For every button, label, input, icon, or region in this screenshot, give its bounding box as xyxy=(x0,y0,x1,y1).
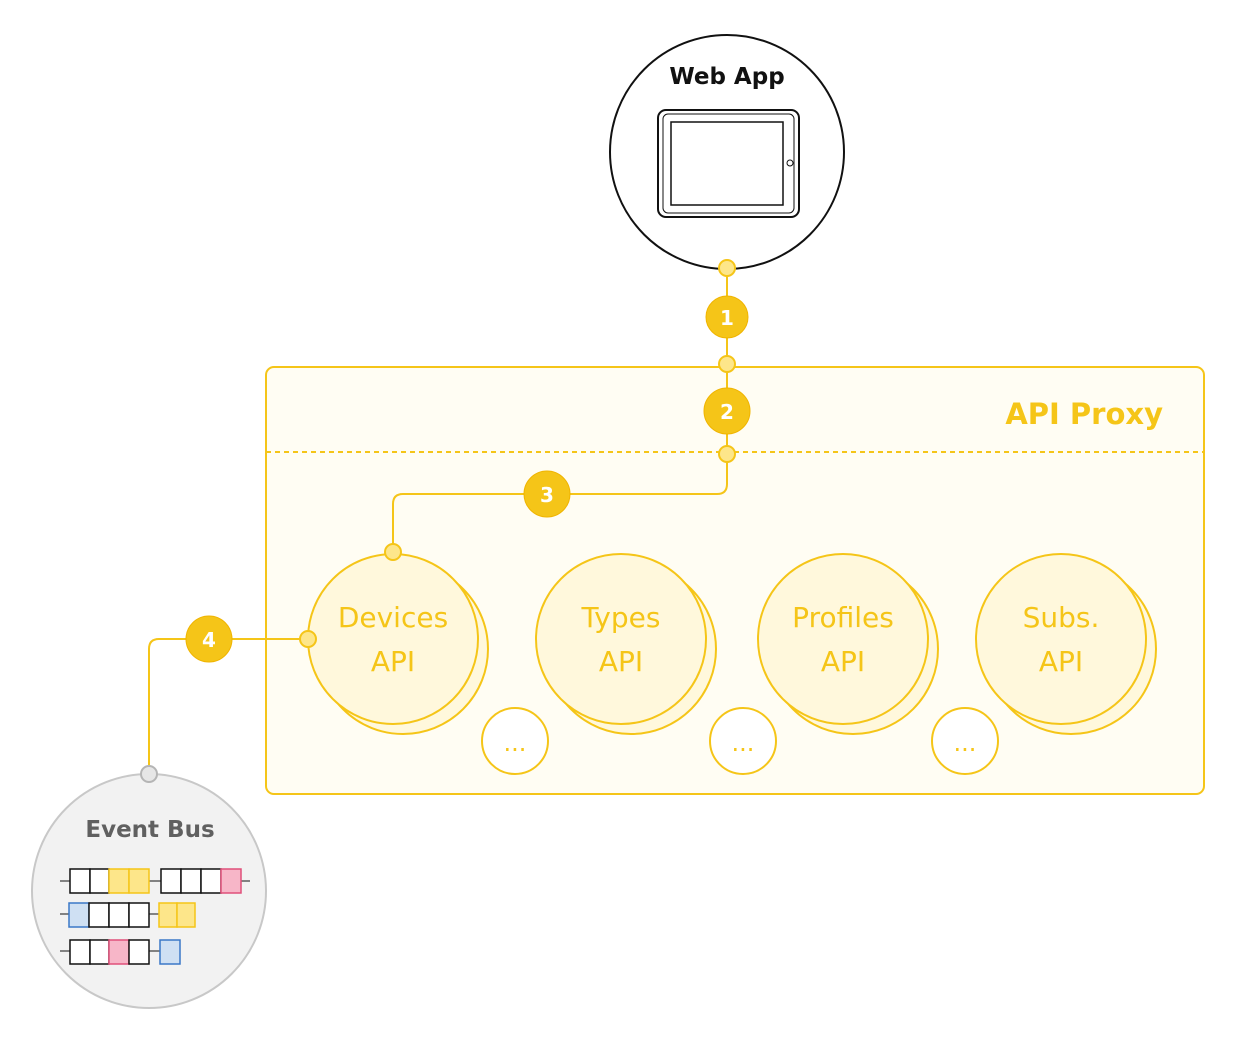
service-label-line1: Types xyxy=(581,601,661,634)
svg-text:...: ... xyxy=(504,729,527,757)
api-proxy-title: API Proxy xyxy=(1005,397,1163,431)
step-badge-1: 1 xyxy=(705,295,749,339)
connector-dot xyxy=(384,543,402,561)
svg-text:3: 3 xyxy=(540,483,554,507)
ellipsis-node: ... xyxy=(709,707,777,775)
connector-dot xyxy=(299,630,317,648)
step-badge-4: 4 xyxy=(185,615,233,663)
connector-dot xyxy=(140,765,158,783)
service-label-line2: API xyxy=(599,645,643,678)
ellipsis-node: ... xyxy=(931,707,999,775)
service-label-line1: Devices xyxy=(338,601,448,634)
web-app-title: Web App xyxy=(669,64,784,90)
service-types: Types API xyxy=(535,553,717,735)
message-queue-icon xyxy=(60,868,250,965)
connector-dot xyxy=(718,259,736,277)
svg-text:2: 2 xyxy=(720,400,734,424)
step-badge-2: 2 xyxy=(703,387,751,435)
connector-dot xyxy=(718,445,736,463)
svg-text:4: 4 xyxy=(202,628,216,652)
ellipsis-node: ... xyxy=(481,707,549,775)
link-devices-eventbus xyxy=(148,638,308,774)
service-label-line2: API xyxy=(1039,645,1083,678)
connector-dot xyxy=(718,355,736,373)
step-badge-3: 3 xyxy=(523,470,571,518)
service-label-line1: Subs. xyxy=(1023,601,1100,634)
service-label-line2: API xyxy=(821,645,865,678)
svg-text:...: ... xyxy=(732,729,755,757)
service-label-line2: API xyxy=(371,645,415,678)
service-profiles: Profiles API xyxy=(757,553,939,735)
tablet-icon xyxy=(657,109,800,218)
service-label-line1: Profiles xyxy=(792,601,894,634)
svg-text:1: 1 xyxy=(720,306,734,330)
service-subs: Subs. API xyxy=(975,553,1157,735)
svg-text:...: ... xyxy=(954,729,977,757)
service-devices: Devices API xyxy=(307,553,489,735)
event-bus-title: Event Bus xyxy=(85,817,214,843)
